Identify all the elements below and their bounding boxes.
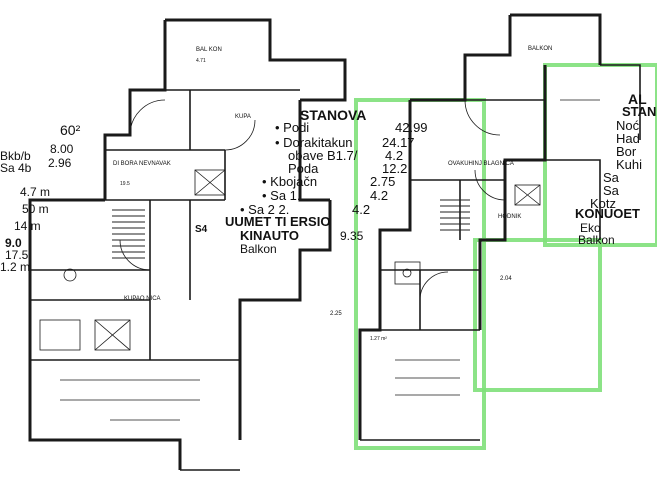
- overlay-center-text: • Podi: [275, 120, 309, 135]
- overlay-area-text: 4.2: [370, 188, 388, 203]
- overlay-center-text: STANOVA: [300, 107, 366, 123]
- overlay-right-text: Kotz: [590, 196, 616, 211]
- left-building-walls: [28, 18, 347, 471]
- overlay-center-text: Poda: [288, 161, 319, 176]
- area-label: 1.27 m²: [370, 336, 387, 342]
- right-building-walls: [358, 13, 641, 441]
- overlay-right-text: Bor: [616, 144, 637, 159]
- right-staircase: [440, 199, 470, 231]
- overlay-right-text: KONUOET: [575, 206, 640, 221]
- room-label-kuhinja-right: OVAKUHINJ BLAGNICA: [448, 161, 514, 167]
- room-label-dnevni-boravak: DI BORA NEVNAVAK: [113, 161, 171, 167]
- left-staircase: [112, 209, 145, 259]
- overlay-area-text: 42.99: [395, 120, 428, 135]
- overlay-left-text: 14 m: [14, 219, 41, 233]
- overlay-area-text: 4.2: [385, 148, 403, 163]
- overlay-area-text: 12.2: [382, 161, 407, 176]
- overlay-center-text: Balkon: [240, 242, 277, 256]
- room-label-balkon: BAL KON: [196, 47, 222, 53]
- overlay-area-text: 8.00: [50, 142, 74, 156]
- overlay-left-text: 4.7 m: [20, 185, 50, 199]
- overlay-center-text: KINAUTO: [240, 228, 299, 243]
- overlay-right-text: Sa: [603, 170, 620, 185]
- overlay-right-text: Balkon: [578, 233, 615, 247]
- overlay-center-text: • Kbojačn: [262, 174, 317, 189]
- overlay-right-text: AL: [628, 91, 647, 107]
- overlay-center-text: UUMET TI ERSIO: [225, 214, 330, 229]
- room-label-kupaonica-left: KUPAO NICA: [124, 296, 161, 302]
- overlay-left-text: Sa 4b: [0, 161, 32, 175]
- room-label-hodnik: HODNIK: [498, 214, 521, 220]
- overlay-left-text: 9.0: [5, 236, 22, 250]
- overlay-area-text: 24.17: [382, 135, 415, 150]
- overlay-left-text: 1.2 m: [0, 260, 30, 274]
- room-label-kupaonica-top: KUPA: [235, 114, 251, 120]
- room-label-balkon-right: BALKON: [528, 46, 552, 52]
- overlay-area-text: 4.2: [352, 202, 370, 217]
- overlay-center-text: • Dorakitakun: [275, 135, 353, 150]
- overlay-right-text: Noć: [616, 118, 640, 133]
- overlay-center-text: obave B1.7/: [288, 148, 358, 163]
- overlay-right-text: Sa: [603, 183, 620, 198]
- overlay-area-text: 60²: [60, 122, 81, 138]
- highlight-frame-right-lower: [473, 238, 602, 392]
- overlay-area-text: 9.35: [340, 229, 364, 243]
- overlay-right-text: Had: [616, 131, 640, 146]
- overlay-right-text: Kuhi: [616, 157, 642, 172]
- overlay-left-text: 17.5: [5, 248, 29, 262]
- area-label: 2.25: [330, 311, 342, 317]
- overlay-right-text: Eko: [580, 221, 601, 235]
- overlay-area-text: 2.75: [370, 174, 395, 189]
- overlay-center-text: • Sa 1.: [262, 188, 301, 203]
- area-label: 4.71: [196, 58, 206, 64]
- overlay-left-text: 50 m: [22, 202, 49, 216]
- overlay-left-text: Bkb/b: [0, 149, 31, 163]
- area-label: 2.04: [500, 276, 512, 282]
- area-label: 19.5: [120, 181, 130, 187]
- overlay-area-text: 2.96: [48, 156, 72, 170]
- overlay-center-text: • Sa 2 2.: [240, 202, 289, 217]
- overlay-right-text: STAN: [622, 104, 656, 119]
- room-label-s4: S4: [195, 224, 208, 235]
